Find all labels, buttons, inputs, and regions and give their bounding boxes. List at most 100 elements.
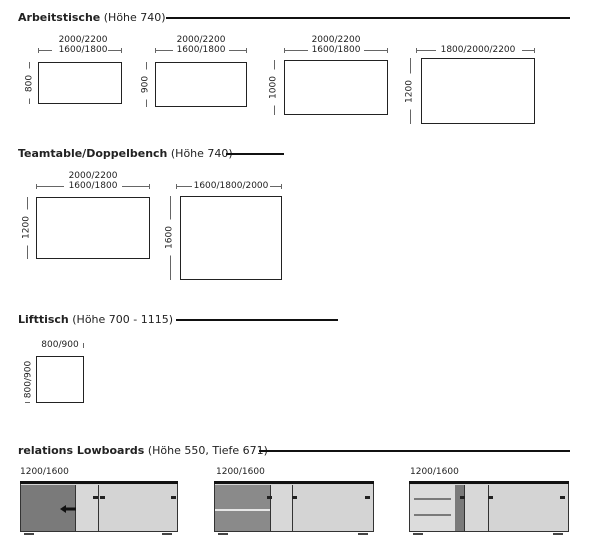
dimension-tick [149,184,150,189]
width-label-top: 2000/2200 [58,35,108,45]
lowboard-open-shelf [410,485,455,531]
section-title-text: relations Lowboards [18,444,145,457]
table-shape [155,62,247,107]
section-title-text: Lifttisch [18,313,69,326]
table-shape [38,62,122,104]
lowboard-light-door [271,485,293,531]
door-handle [460,496,465,499]
section-rule [166,17,570,19]
width-label-top: 2000/2200 [68,171,118,181]
dimension-tick [416,48,417,53]
dimension-tick [25,402,30,403]
width-dimension-line [284,50,308,51]
lowboard-shape [214,481,374,532]
door-handle [365,496,370,499]
dimension-tick [155,48,156,53]
dimension-tick [36,184,37,189]
lowboard-foot [413,533,423,535]
lowboard-dark-door [215,485,271,531]
table-shape [36,197,150,259]
width-label: 1200/1600 [20,467,69,477]
section-subtitle: (Höhe 550, Tiefe 671) [147,444,268,457]
dimension-tick [121,48,122,53]
lowboard-top [214,481,374,484]
section-title-text: Teamtable/Doppelbench [18,147,168,160]
width-label: 800/900 [36,340,84,351]
width-label-top: 2000/2200 [311,35,361,45]
section-title-lowboards: relations Lowboards (Höhe 550, Tiefe 671… [18,444,268,458]
lowboard-foot [358,533,368,535]
lowboard-shelf-line [215,509,270,511]
width-dimension-line [108,50,122,51]
width-label: 1600/1800/2000 [193,181,269,191]
lowboard-foot [553,533,563,535]
depth-label: 1200 [21,209,33,246]
door-handle [560,496,565,499]
width-label: 1200/1600 [216,467,265,477]
lowboard-light-door [76,485,99,531]
dimension-tick [284,48,285,53]
dimension-tick [387,48,388,53]
depth-label: 1000 [268,69,280,106]
width-dimension-line [522,50,535,51]
section-subtitle: (Höhe 700 - 1115) [72,313,174,326]
width-dimension-line [229,50,247,51]
section-subtitle: (Höhe 740) [170,147,233,160]
depth-label: 1200 [404,73,416,110]
lowboard-shape [409,481,569,532]
section-title-teamtable: Teamtable/Doppelbench (Höhe 740) [18,147,233,161]
table-shape [421,58,535,124]
width-label-bottom: 1600/1800 [68,181,118,191]
dimension-tick [83,343,84,348]
door-handle [488,496,493,499]
width-label: 1800/2000/2200 [440,45,516,55]
lowboard-shape [20,481,178,532]
section-title-text: Arbeitstische [18,11,101,24]
width-label-bottom: 1600/1800 [311,45,361,55]
lowboard-shelf-line [414,514,451,516]
width-dimension-line [38,50,52,51]
table-shape [36,356,84,403]
lowboard-top [20,481,178,484]
door-handle [100,496,105,499]
door-handle [292,496,297,499]
table-shape [284,60,388,115]
width-label-bottom: 1600/1800 [176,45,226,55]
section-title-arbeitstische: Arbeitstische (Höhe 740) [18,11,166,25]
dimension-tick [38,48,39,53]
section-subtitle: (Höhe 740) [103,11,166,24]
width-dimension-line [122,186,150,187]
depth-label: 800/900 [23,355,35,404]
lowboard-dark-panel [455,485,465,531]
lowboard-foot [218,533,228,535]
width-label-top: 2000/2200 [176,35,226,45]
dimension-tick [246,48,247,53]
arrow-left-icon [60,505,76,513]
width-label-bottom: 1600/1800 [58,45,108,55]
section-title-lifttisch: Lifttisch (Höhe 700 - 1115) [18,313,173,327]
width-dimension-line [364,50,388,51]
door-handle [93,496,98,499]
section-rule [259,450,570,452]
lowboard-light-door [465,485,489,531]
depth-label: 900 [140,69,152,100]
width-dimension-line [416,50,436,51]
lowboard-shelf-line [414,498,451,500]
width-dimension-line [155,50,173,51]
lowboard-foot [162,533,172,535]
dimension-tick [176,184,177,189]
depth-label: 1600 [164,219,176,256]
section-rule [176,319,338,321]
door-handle [171,496,176,499]
door-handle [267,496,272,499]
dimension-tick [281,184,282,189]
width-dimension-line [270,186,282,187]
width-dimension-line [176,186,192,187]
lowboard-foot [24,533,34,535]
lowboard-top [409,481,569,484]
width-label: 1200/1600 [410,467,459,477]
table-shape [180,196,282,280]
depth-label: 800 [24,68,36,99]
width-dimension-line [36,186,64,187]
dimension-tick [534,48,535,53]
